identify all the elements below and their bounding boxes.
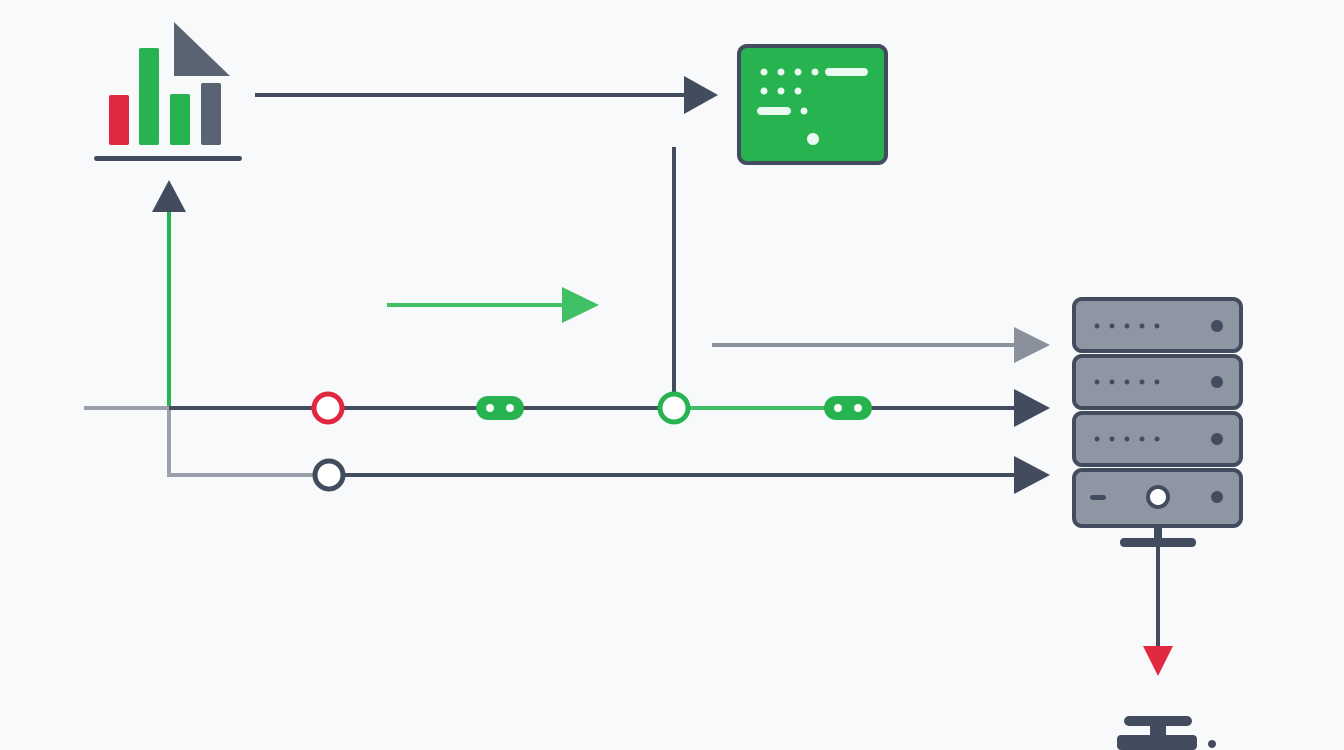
arrow-to-server-top — [712, 327, 1050, 363]
server-unit-1 — [1072, 297, 1243, 353]
bar-green-tall — [139, 48, 159, 145]
server-unit-4 — [1072, 468, 1243, 528]
terminal-panel-icon — [737, 44, 888, 165]
bar-chart-icon — [94, 22, 242, 161]
server-stand-neck — [1154, 526, 1162, 540]
server-stand — [1120, 538, 1196, 547]
arrow-server-to-sink — [1143, 547, 1173, 676]
server-unit-2 — [1072, 354, 1243, 410]
bar-red — [109, 95, 129, 145]
main-branch-line — [84, 389, 1050, 427]
lower-branch-connector — [167, 410, 316, 477]
bar-triangle — [174, 22, 230, 76]
arrow-up-to-chart — [152, 180, 186, 410]
bar-green-mid — [170, 94, 190, 145]
merge-node-green — [657, 391, 691, 425]
commit-node-green-pill-2 — [824, 396, 872, 420]
bar-gray — [201, 83, 221, 145]
server-rack-icon — [1072, 297, 1243, 547]
green-flow-arrow — [387, 287, 599, 323]
lower-branch-line — [345, 456, 1050, 494]
arrow-chart-to-terminal — [255, 76, 718, 114]
commit-node-green-pill-1 — [476, 396, 524, 420]
commit-node-red — [311, 391, 345, 425]
chart-baseline — [94, 156, 242, 161]
faucet-valve-icon — [1117, 716, 1216, 750]
commit-node-dark — [312, 458, 346, 492]
server-unit-3 — [1072, 411, 1243, 467]
